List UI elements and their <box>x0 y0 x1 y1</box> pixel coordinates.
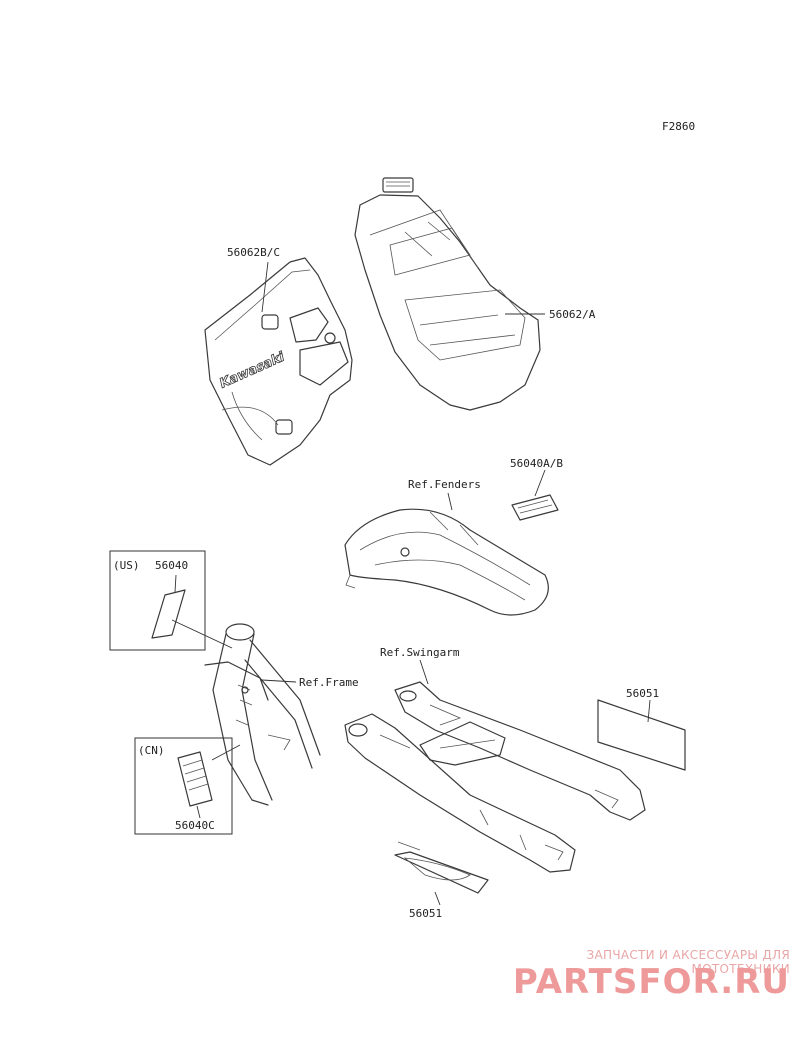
label-56040ab: 56040A/B <box>510 457 563 470</box>
fuel-tank <box>354 177 541 411</box>
front-fender <box>344 508 549 616</box>
swingarm-decal-upper <box>597 699 686 771</box>
leader-56051-upper <box>647 699 651 723</box>
leader-us <box>174 574 177 593</box>
label-ref-swingarm: Ref.Swingarm <box>380 646 460 659</box>
us-decal <box>151 589 186 639</box>
label-ref-frame: Ref.Frame <box>299 676 359 689</box>
label-56062a: 56062/A <box>549 308 596 321</box>
frame <box>204 623 321 806</box>
leader-fender-decal <box>534 469 546 497</box>
label-56051-lower: 56051 <box>409 907 442 920</box>
leader-cn-frame <box>211 744 241 761</box>
label-56062bc: 56062B/C <box>227 246 280 259</box>
label-56040: 56040 <box>155 559 188 572</box>
side-shroud: Kawasaki <box>204 257 353 466</box>
swingarm-decal-lower <box>394 841 489 894</box>
watermark-logo: PARTSFOR.RU <box>512 962 790 1002</box>
leader-ref-fenders <box>447 492 453 511</box>
leader-us-frame <box>171 619 233 649</box>
cn-decal <box>177 751 213 807</box>
label-56051-upper: 56051 <box>626 687 659 700</box>
cn-tag: (CN) <box>138 744 165 757</box>
leader-56051-lower <box>434 891 441 906</box>
leader-cn <box>196 805 201 819</box>
label-ref-fenders: Ref.Fenders <box>408 478 481 491</box>
leader-ref-swingarm <box>419 659 429 685</box>
swingarm <box>344 681 646 873</box>
us-box <box>109 550 206 651</box>
leader-ref-frame <box>261 679 297 683</box>
fender-decal-plate <box>511 494 559 521</box>
label-56040c: 56040C <box>175 819 215 832</box>
us-tag: (US) <box>113 559 140 572</box>
kawasaki-shroud-text: Kawasaki <box>218 350 288 392</box>
watermark-subtitle: ЗАПЧАСТИ И АКСЕССУАРЫ ДЛЯ МОТОТЕХНИКИ <box>586 948 790 976</box>
cn-box <box>134 737 233 835</box>
leader-shroud <box>261 261 269 313</box>
figure-code: F2860 <box>662 120 695 133</box>
